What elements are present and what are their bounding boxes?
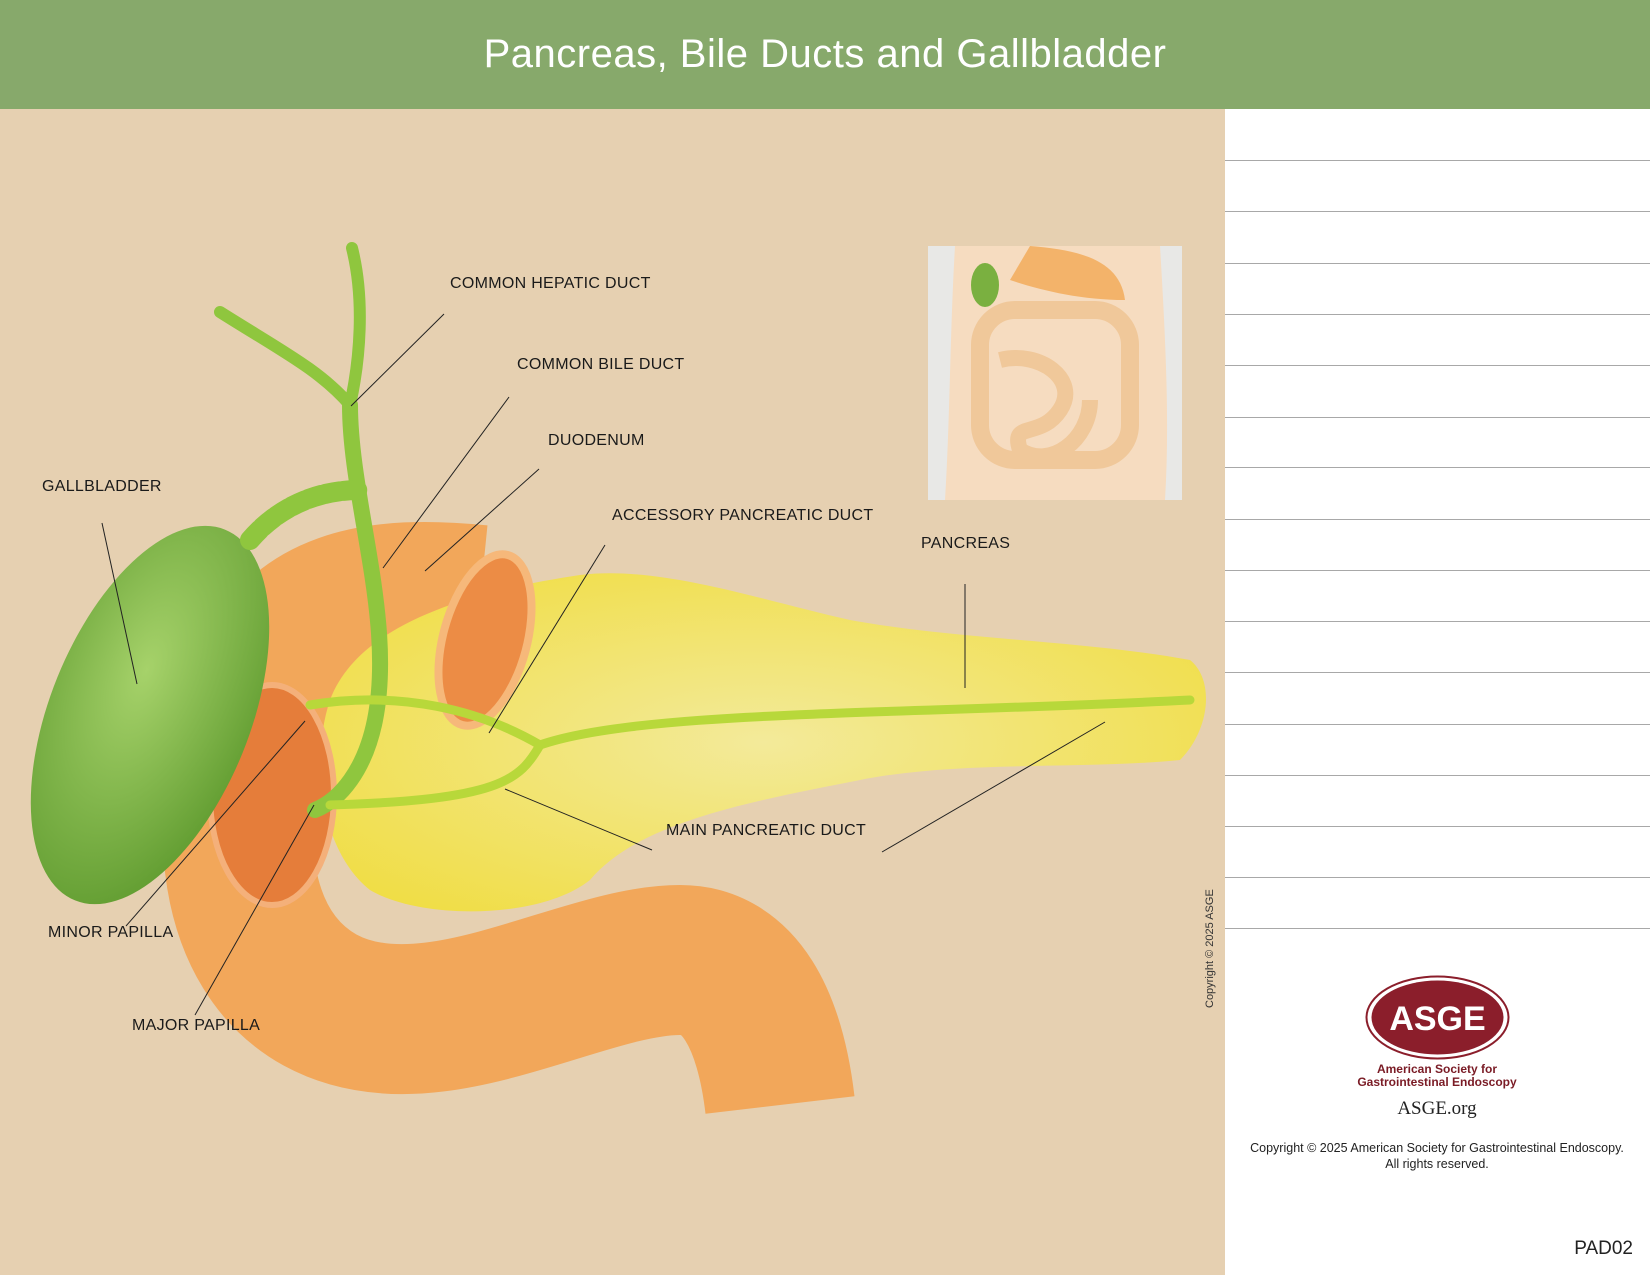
pancreas-shape [320,573,1207,912]
note-line [1225,263,1650,264]
gallbladder-shape [30,525,270,905]
label-minor-papilla: MINOR PAPILLA [48,924,174,941]
label-common-hepatic-duct: COMMON HEPATIC DUCT [450,275,651,292]
duodenum-cut-end [434,550,536,730]
note-line [1225,467,1650,468]
note-line [1225,877,1650,878]
note-line [1225,621,1650,622]
notes-lines-area [1225,109,1650,939]
note-line [1225,724,1650,725]
anatomy-illustration [30,242,1207,1115]
note-line [1225,519,1650,520]
logo-text: ASGE [1389,1000,1485,1038]
note-line [1225,672,1650,673]
duodenum-shape [162,521,855,1115]
asge-logo: ASGE [1365,975,1510,1060]
note-line [1225,160,1650,161]
bile-ducts [214,242,389,818]
note-line [1225,417,1650,418]
label-gallbladder: GALLBLADDER [42,478,162,495]
note-line [1225,314,1650,315]
label-duodenum: DUODENUM [548,432,645,449]
org-name-line1: American Society for [1376,1062,1498,1076]
label-major-papilla: MAJOR PAPILLA [132,1017,261,1034]
note-line [1225,826,1650,827]
label-accessory-pancreatic-duct: ACCESSORY PANCREATIC DUCT [612,507,874,524]
note-line [1225,928,1650,929]
note-line [1225,775,1650,776]
copyright-notice: Copyright © 2025 American Society for Ga… [1232,1140,1642,1172]
header-bar: Pancreas, Bile Ducts and Gallbladder [0,0,1650,109]
leader-lines [101,313,1106,1016]
copyright-line1: Copyright © 2025 American Society for Ga… [1250,1141,1624,1155]
illustration-panel: COMMON HEPATIC DUCT COMMON BILE DUCT DUO… [0,109,1225,1275]
org-name-line2: Gastrointestinal Endoscopy [1357,1075,1517,1089]
illustration-copyright: Copyright © 2025 ASGE [1204,889,1216,1008]
copyright-line2: All rights reserved. [1385,1157,1489,1171]
note-line [1225,365,1650,366]
label-pancreas: PANCREAS [921,535,1011,552]
inset-abdomen-thumbnail [928,246,1182,500]
document-code: PAD02 [1574,1238,1633,1259]
website-link[interactable]: ASGE.org [1397,1098,1477,1119]
page-title: Pancreas, Bile Ducts and Gallbladder [483,32,1167,76]
pancreatic-ducts [305,695,1195,810]
note-line [1225,211,1650,212]
note-line [1225,570,1650,571]
org-name: American Society for Gastrointestinal En… [1302,1063,1572,1089]
label-main-pancreatic-duct: MAIN PANCREATIC DUCT [666,822,867,839]
label-common-bile-duct: COMMON BILE DUCT [517,356,685,373]
